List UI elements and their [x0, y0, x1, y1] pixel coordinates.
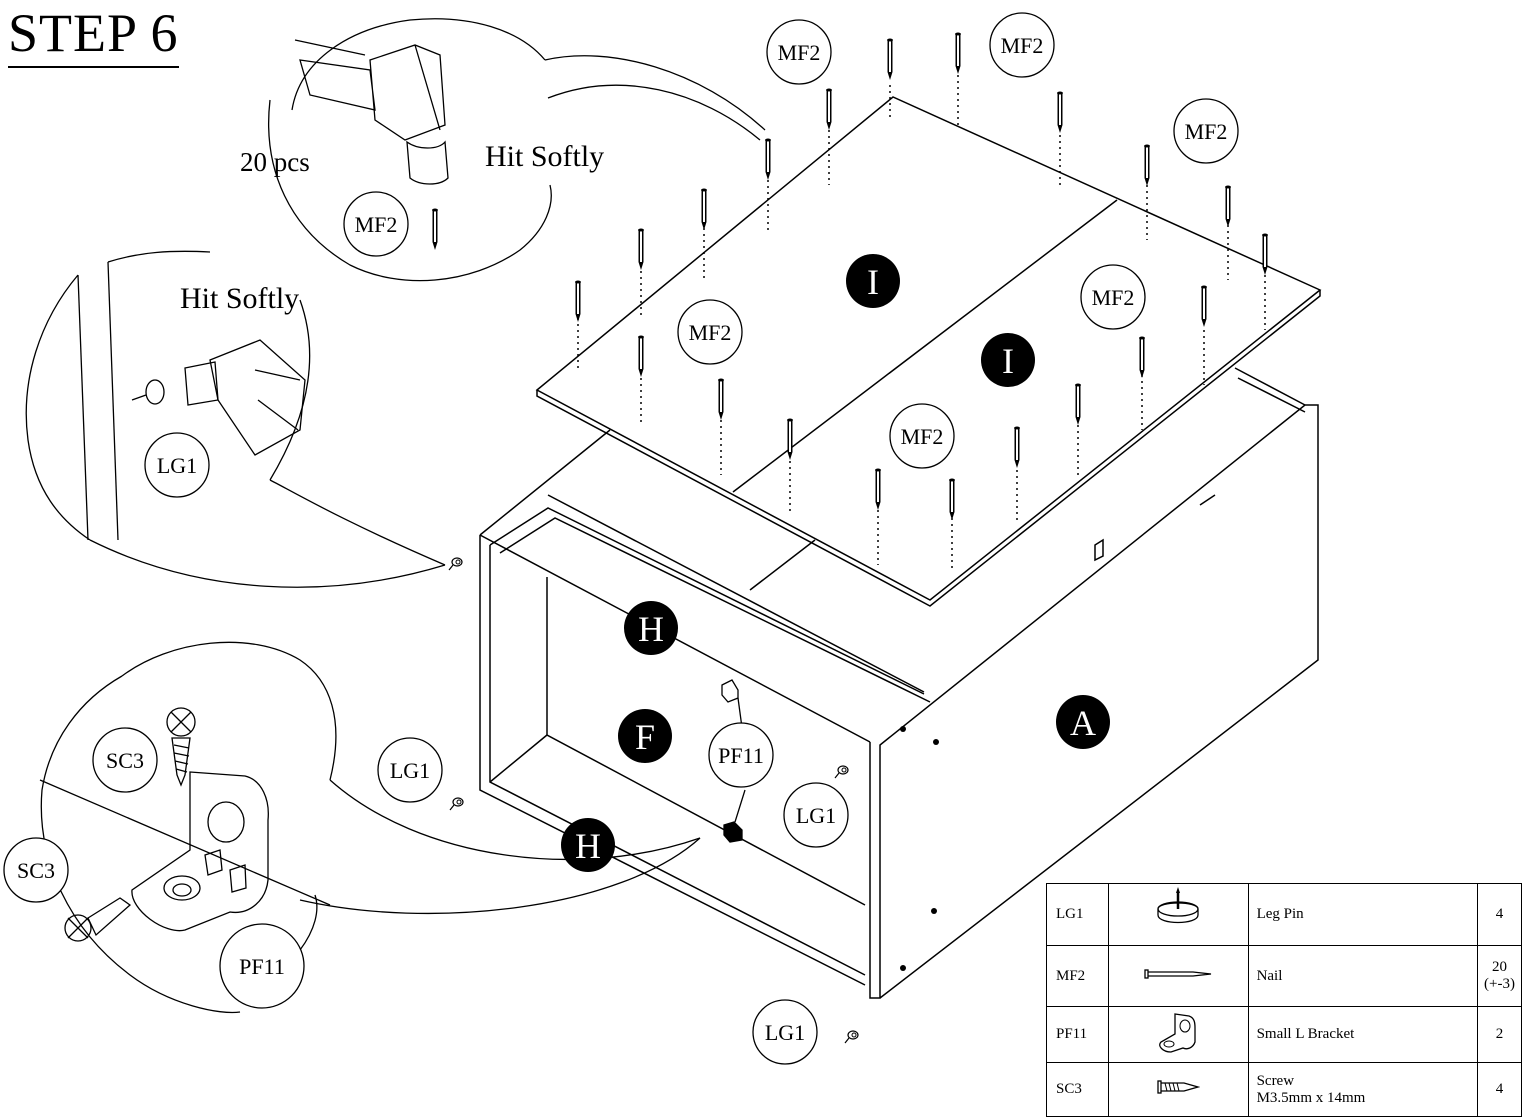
pf11-callout: PF11 [718, 743, 764, 768]
part-quantity: 20 (+-3) [1477, 945, 1522, 1007]
mf2-callout: MF2 [1092, 285, 1135, 310]
mf2-callout: MF2 [1001, 33, 1044, 58]
mf2-callout: MF2 [689, 320, 732, 345]
lg1-callout: LG1 [157, 453, 197, 478]
table-row: PF11 Small L Bracket 2 [1045, 1006, 1522, 1063]
table-row: LG1 Leg Pin 4 [1045, 883, 1522, 946]
leg-pin-detail [25, 250, 446, 588]
lg1-callout: LG1 [796, 803, 836, 828]
l-bracket-icon [1108, 1006, 1249, 1063]
part-description: Nail [1247, 945, 1479, 1007]
part-code: PF11 [1045, 1006, 1110, 1063]
side-panel-holes [900, 726, 939, 971]
part-description: Leg Pin [1247, 883, 1479, 946]
nail-icon [1108, 945, 1249, 1007]
panel-label-i: I [867, 262, 879, 302]
leg-pin-icon [1108, 883, 1249, 946]
callouts [3, 12, 1239, 1065]
part-quantity: 2 [1477, 1006, 1522, 1063]
hammer-detail [268, 18, 766, 282]
part-description: Small L Bracket [1247, 1006, 1479, 1063]
leg-pin-icon [449, 797, 464, 811]
hit-softly-label: Hit Softly [485, 140, 604, 173]
sc3-callout: SC3 [17, 858, 55, 883]
nails [575, 33, 1268, 572]
leg-pin-icon [834, 765, 849, 779]
mf2-callout: MF2 [778, 40, 821, 65]
top-panel-i [535, 96, 1322, 601]
pcs-label: 20 pcs [240, 147, 310, 177]
panel-label-h: H [638, 609, 664, 649]
leg-pin-icon [844, 1030, 859, 1044]
mf2-callout: MF2 [355, 212, 398, 237]
panel-label-h-2: H [575, 826, 601, 866]
callout-text: MF2 MF2 MF2 MF2 MF2 MF2 MF2 LG1 LG1 PF11… [17, 33, 1227, 1045]
lg1-callout: LG1 [765, 1020, 805, 1045]
lg1-callout: LG1 [390, 758, 430, 783]
panel-label-a: A [1070, 703, 1096, 743]
step-title: STEP 6 [8, 2, 179, 68]
mf2-callout: MF2 [1185, 119, 1228, 144]
parts-table: LG1 Leg Pin 4 MF2 Nail 20 (+-3) PF11 Sma… [1045, 883, 1522, 1117]
part-description: Screw M3.5mm x 14mm [1247, 1062, 1479, 1117]
panel-label-f: F [635, 717, 655, 757]
panel-letters: I I H H F A [561, 254, 1110, 872]
part-quantity: 4 [1477, 1062, 1522, 1117]
nail-icon [432, 209, 438, 251]
table-row: MF2 Nail 20 (+-3) [1045, 945, 1522, 1007]
table-row: SC3 Screw M3.5mm x 14mm 4 [1045, 1062, 1522, 1117]
small-brackets [721, 679, 746, 843]
part-code: LG1 [1045, 883, 1110, 946]
screw-icon [1108, 1062, 1249, 1117]
mf2-callout: MF2 [901, 424, 944, 449]
leg-pin-icon [448, 557, 463, 571]
hammer-icon [294, 39, 446, 141]
pf11-callout: PF11 [239, 954, 285, 979]
cabinet [479, 96, 1322, 999]
part-code: MF2 [1045, 945, 1110, 1007]
panel-label-i-2: I [1002, 341, 1014, 381]
l-bracket-icon [131, 771, 269, 932]
part-quantity: 4 [1477, 883, 1522, 946]
hit-softly-label-2: Hit Softly [180, 282, 299, 315]
part-code: SC3 [1045, 1062, 1110, 1117]
sc3-callout: SC3 [106, 748, 144, 773]
